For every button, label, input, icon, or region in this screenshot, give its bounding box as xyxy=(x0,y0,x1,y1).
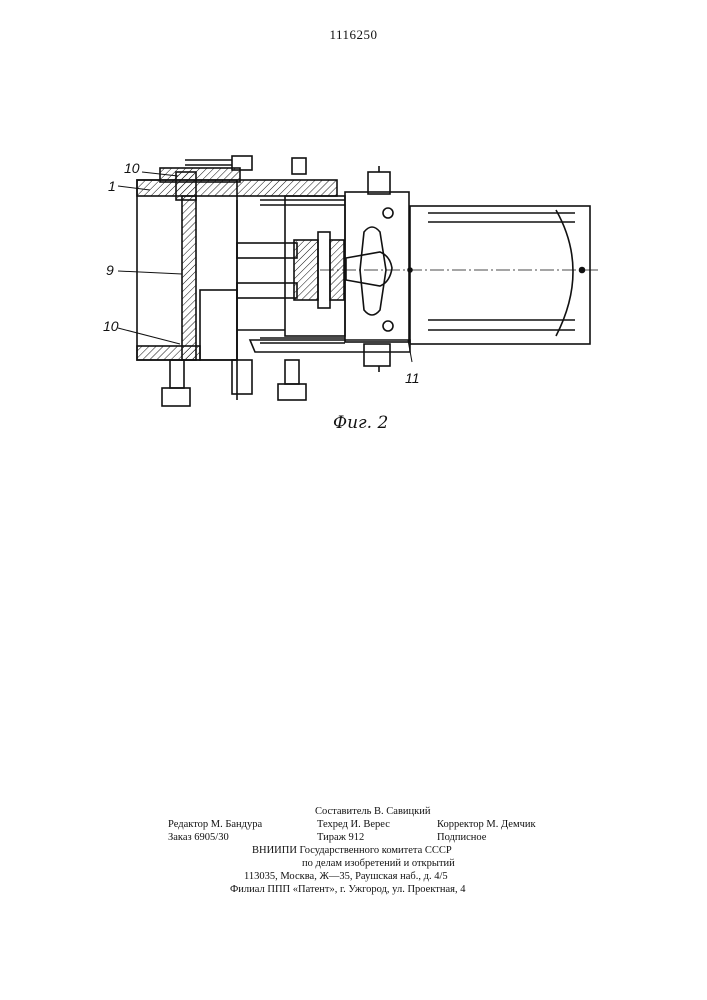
callout-part-1: 1 xyxy=(108,178,116,194)
callout-part-9: 9 xyxy=(106,262,114,278)
imprint-editor: Редактор М. Бандура xyxy=(168,818,262,831)
imprint-tech-editor: Техред И. Верес xyxy=(317,818,390,831)
callout-part-10-bottom: 10 xyxy=(103,318,119,334)
imprint-address: 113035, Москва, Ж—35, Раушская наб., д. … xyxy=(244,870,448,883)
flange-11 xyxy=(345,192,409,342)
imprint-proofreader: Корректор М. Демчик xyxy=(437,818,536,831)
imprint-branch: Филиал ППП «Патент», г. Ужгород, ул. Про… xyxy=(230,883,465,896)
imprint-compiler: Составитель В. Савицкий xyxy=(315,805,431,818)
callout-part-10-top: 10 xyxy=(124,160,140,176)
imprint-org-line2: по делам изобретений и открытий xyxy=(302,857,455,870)
figure-caption: Фиг. 2 xyxy=(333,413,388,433)
imprint-subscription: Подписное xyxy=(437,831,486,844)
imprint-order: Заказ 6905/30 xyxy=(168,831,229,844)
imprint-circulation: Тираж 912 xyxy=(317,831,364,844)
vertical-plate-9 xyxy=(182,196,196,360)
cylinder xyxy=(410,206,590,344)
callout-part-11: 11 xyxy=(405,370,420,386)
imprint-org-line1: ВНИИПИ Государственного комитета СССР xyxy=(252,844,452,857)
